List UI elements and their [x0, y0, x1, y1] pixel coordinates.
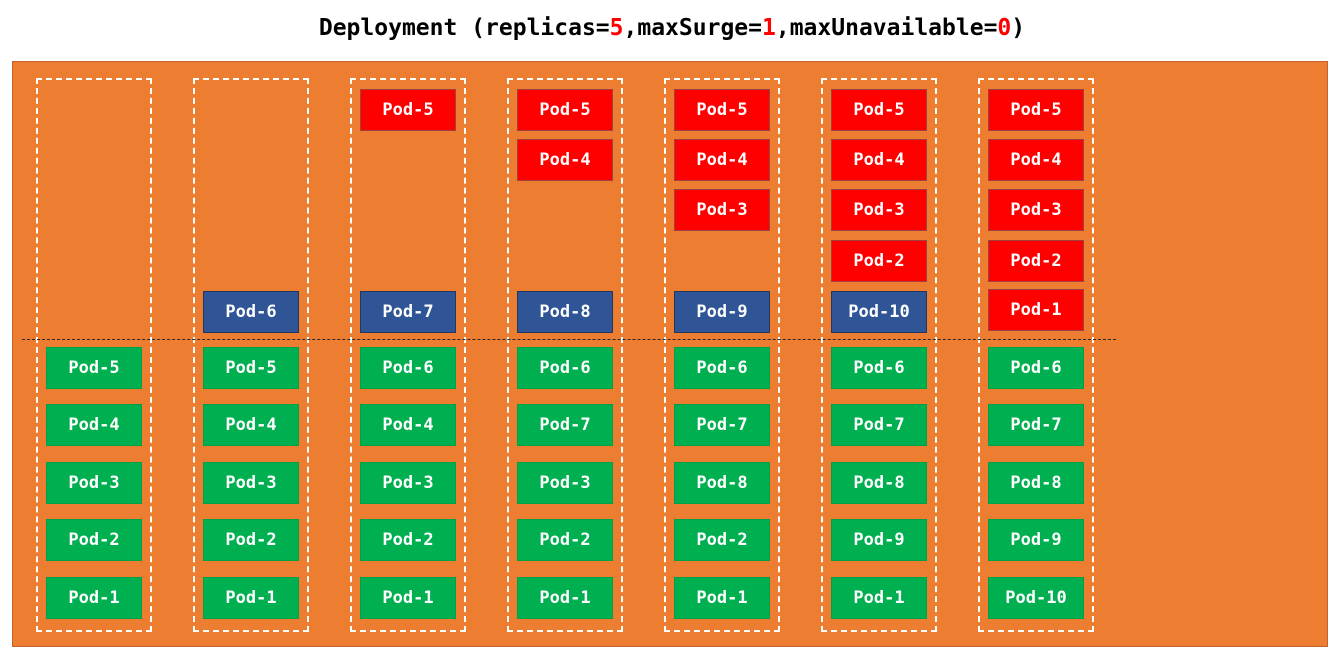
- green-pod: Pod-2: [517, 519, 613, 561]
- red-pod: Pod-4: [517, 139, 613, 181]
- green-pod: Pod-7: [831, 404, 927, 446]
- red-pod: Pod-5: [360, 89, 456, 131]
- green-pod: Pod-6: [360, 347, 456, 389]
- green-pod: Pod-2: [360, 519, 456, 561]
- green-pod: Pod-6: [674, 347, 770, 389]
- red-pod: Pod-1: [988, 289, 1084, 331]
- red-pod: Pod-3: [674, 189, 770, 231]
- rollout-step-column: [821, 78, 937, 632]
- green-pod: Pod-6: [517, 347, 613, 389]
- red-pod: Pod-3: [988, 189, 1084, 231]
- green-pod: Pod-4: [46, 404, 142, 446]
- green-pod: Pod-1: [360, 577, 456, 619]
- diagram-title: Deployment (replicas=5,maxSurge=1,maxUna…: [0, 12, 1344, 44]
- green-pod: Pod-5: [203, 347, 299, 389]
- green-pod: Pod-8: [988, 462, 1084, 504]
- green-pod: Pod-1: [674, 577, 770, 619]
- green-pod: Pod-4: [360, 404, 456, 446]
- red-pod: Pod-4: [831, 139, 927, 181]
- title-prefix: Deployment (replicas=: [318, 15, 610, 41]
- title-mid-2: ,maxUnavailable=: [775, 15, 998, 41]
- surge-divider-line: [22, 339, 1116, 340]
- red-pod: Pod-5: [988, 89, 1084, 131]
- green-pod: Pod-1: [46, 577, 142, 619]
- blue-pod: Pod-9: [674, 291, 770, 333]
- red-pod: Pod-2: [831, 240, 927, 282]
- red-pod: Pod-2: [988, 240, 1084, 282]
- green-pod: Pod-10: [988, 577, 1084, 619]
- green-pod: Pod-9: [831, 519, 927, 561]
- green-pod: Pod-8: [674, 462, 770, 504]
- green-pod: Pod-1: [203, 577, 299, 619]
- red-pod: Pod-4: [988, 139, 1084, 181]
- green-pod: Pod-3: [46, 462, 142, 504]
- green-pod: Pod-3: [360, 462, 456, 504]
- red-pod: Pod-5: [517, 89, 613, 131]
- title-max-unavailable-value: 0: [997, 15, 1012, 41]
- green-pod: Pod-8: [831, 462, 927, 504]
- blue-pod: Pod-8: [517, 291, 613, 333]
- green-pod: Pod-2: [203, 519, 299, 561]
- rollout-step-column: [664, 78, 780, 632]
- rollout-step-column: [36, 78, 152, 632]
- title-mid-1: ,maxSurge=: [623, 15, 762, 41]
- green-pod: Pod-4: [203, 404, 299, 446]
- green-pod: Pod-6: [988, 347, 1084, 389]
- green-pod: Pod-3: [517, 462, 613, 504]
- green-pod: Pod-6: [831, 347, 927, 389]
- red-pod: Pod-5: [674, 89, 770, 131]
- blue-pod: Pod-10: [831, 291, 927, 333]
- rollout-step-column: [193, 78, 309, 632]
- rollout-step-column: [507, 78, 623, 632]
- rollout-step-column: [978, 78, 1094, 632]
- title-max-surge-value: 1: [762, 15, 776, 41]
- green-pod: Pod-2: [46, 519, 142, 561]
- green-pod: Pod-5: [46, 347, 142, 389]
- green-pod: Pod-3: [203, 462, 299, 504]
- title-suffix: ): [1011, 15, 1026, 41]
- blue-pod: Pod-6: [203, 291, 299, 333]
- blue-pod: Pod-7: [360, 291, 456, 333]
- red-pod: Pod-4: [674, 139, 770, 181]
- rollout-step-column: [350, 78, 466, 632]
- green-pod: Pod-7: [988, 404, 1084, 446]
- green-pod: Pod-7: [517, 404, 613, 446]
- title-replicas-value: 5: [609, 15, 624, 41]
- red-pod: Pod-5: [831, 89, 927, 131]
- red-pod: Pod-3: [831, 189, 927, 231]
- green-pod: Pod-1: [517, 577, 613, 619]
- green-pod: Pod-9: [988, 519, 1084, 561]
- green-pod: Pod-2: [674, 519, 770, 561]
- green-pod: Pod-7: [674, 404, 770, 446]
- green-pod: Pod-1: [831, 577, 927, 619]
